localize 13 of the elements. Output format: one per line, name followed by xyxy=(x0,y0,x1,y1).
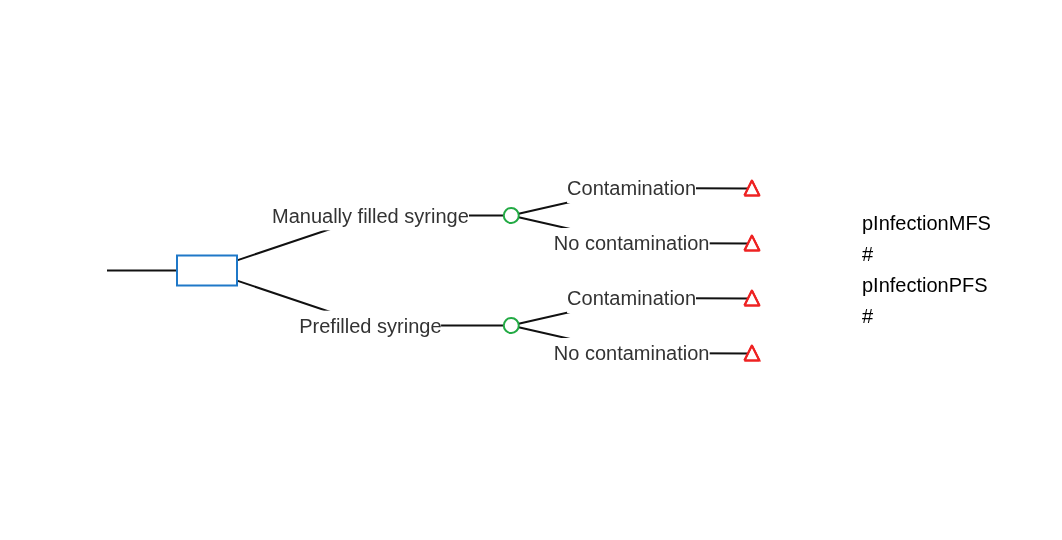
node-circle xyxy=(502,206,520,224)
edge-label: Contamination xyxy=(566,176,696,199)
probability-label: pInfectionMFS xyxy=(862,212,992,235)
edge-label: No contamination xyxy=(553,231,710,254)
edge-label: Manually filled syringe xyxy=(271,204,469,226)
node-box xyxy=(175,254,238,286)
edge-label: Contamination xyxy=(566,286,696,309)
probability-label: pInfectionPFS xyxy=(862,274,989,297)
edge-label: Prefilled syringe xyxy=(299,314,442,336)
node-circle xyxy=(502,316,520,334)
edge-label: No contamination xyxy=(553,341,710,364)
probability-label: # xyxy=(862,305,875,328)
probability-label: # xyxy=(862,243,875,266)
